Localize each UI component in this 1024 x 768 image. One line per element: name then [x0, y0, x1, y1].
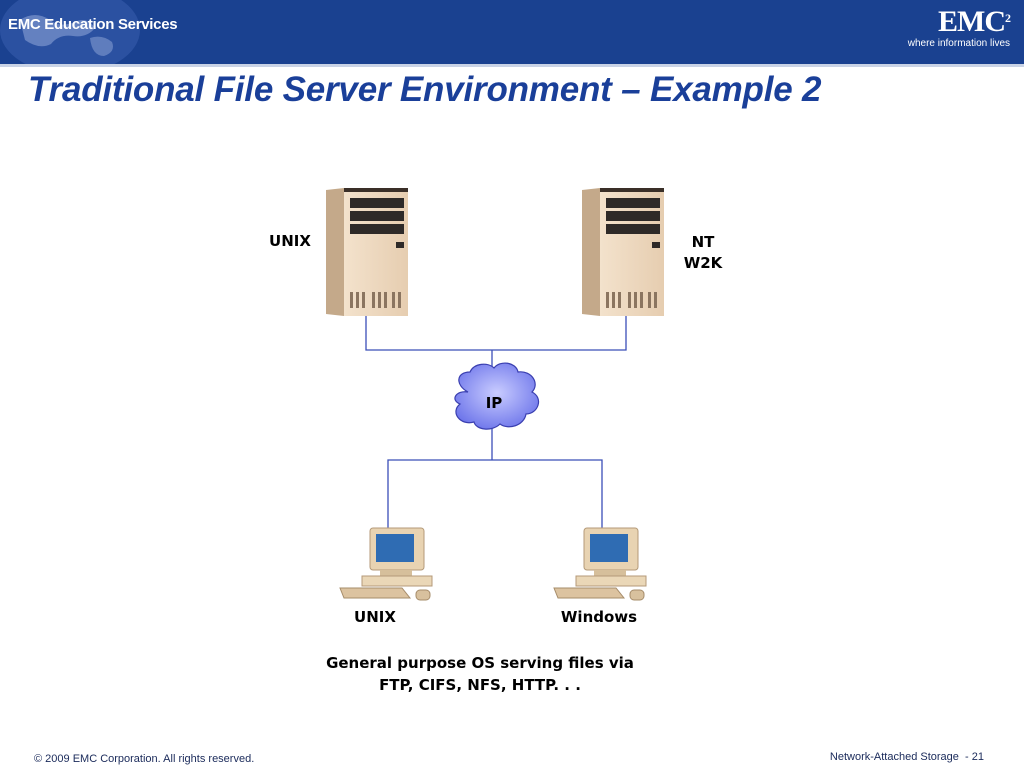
connection-lines	[365, 316, 627, 540]
logo-superscript: 2	[1005, 11, 1011, 25]
nt-server-label-line1: NT	[691, 233, 715, 251]
globe-icon	[0, 0, 140, 64]
windows-client-label: Windows	[560, 608, 638, 626]
logo-mark: EMC	[938, 5, 1006, 38]
slide-header: EMC Education Services EMC2 where inform…	[0, 0, 1024, 64]
ip-label: IP	[485, 394, 503, 412]
slide-title: Traditional File Server Environment – Ex…	[28, 70, 822, 109]
logo-tagline: where information lives	[907, 38, 1010, 49]
brand-text: EMC Education Services	[8, 16, 178, 33]
caption-line2: FTP, CIFS, NFS, HTTP. . .	[379, 676, 581, 694]
header-divider	[0, 64, 1024, 67]
unix-server-label: UNIX	[269, 232, 311, 250]
server-tower-icon	[326, 188, 408, 316]
diagram-caption: General purpose OS serving files via FTP…	[280, 652, 680, 696]
link-unix-server	[365, 316, 492, 351]
nt-server-label: NT W2K	[668, 232, 738, 274]
link-nt-server	[492, 316, 627, 351]
server-tower-icon	[582, 188, 664, 316]
link-unix-client	[387, 459, 492, 540]
footer-section: Network-Attached Storage - 21	[830, 751, 984, 763]
caption-line1: General purpose OS serving files via	[326, 654, 634, 672]
copyright-text: © 2009 EMC Corporation. All rights reser…	[34, 753, 255, 765]
emc-logo: EMC2 where information lives	[900, 5, 1011, 58]
cloud-icon	[454, 362, 540, 430]
section-name: Network-Attached Storage	[829, 751, 959, 763]
desktop-computer-icon	[339, 527, 433, 601]
desktop-computer-icon	[553, 527, 647, 601]
nt-server-label-line2: W2K	[683, 254, 723, 272]
link-windows-client	[492, 459, 603, 540]
page-number: - 21	[965, 751, 984, 763]
unix-client-label: UNIX	[354, 608, 396, 626]
